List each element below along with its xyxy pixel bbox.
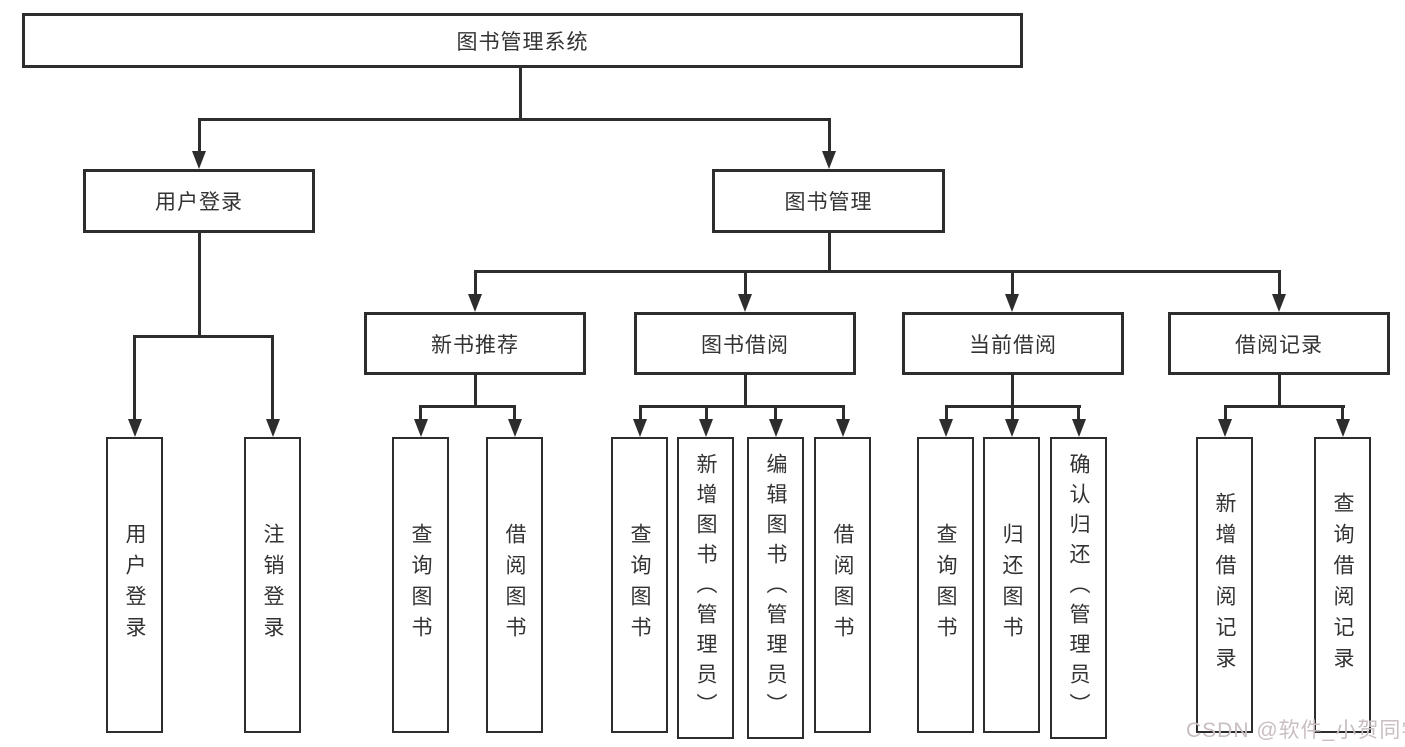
node-book-management: 图书管理 bbox=[712, 169, 945, 233]
connector-line bbox=[197, 231, 201, 336]
leaf-return-book: 归还图书 bbox=[983, 437, 1040, 733]
leaf-label: 查询图书 bbox=[934, 523, 957, 647]
leaf-query-books-1: 查询图书 bbox=[392, 437, 449, 733]
node-new-book-recommend: 新书推荐 bbox=[364, 312, 586, 375]
connector-line bbox=[704, 406, 708, 421]
connector-line bbox=[1077, 406, 1080, 421]
leaf-query-books-2: 查询图书 bbox=[611, 437, 668, 733]
arrow-down-icon bbox=[699, 419, 713, 437]
connector-line bbox=[473, 373, 477, 406]
connector-line bbox=[1277, 373, 1281, 406]
connector-line bbox=[271, 336, 274, 421]
connector-line bbox=[827, 231, 831, 271]
csdn-watermark: CSDN @软件_小贺同学 bbox=[1186, 719, 1405, 742]
arrow-down-icon bbox=[633, 419, 647, 437]
arrow-down-icon bbox=[768, 419, 783, 437]
node-book-borrow: 图书借阅 bbox=[634, 312, 856, 375]
leaf-add-book-admin: 新增图书（管理员） bbox=[677, 437, 734, 739]
leaf-label: 编辑图书（管理员） bbox=[764, 453, 787, 723]
connector-line bbox=[197, 119, 201, 153]
arrow-down-icon bbox=[1272, 294, 1286, 312]
connector-line bbox=[638, 404, 845, 408]
arrow-down-icon bbox=[822, 151, 836, 169]
connector-line bbox=[1223, 406, 1227, 421]
leaf-label: 新增图书（管理员） bbox=[694, 453, 717, 723]
node-user-login: 用户登录 bbox=[83, 169, 315, 233]
connector-line bbox=[743, 373, 747, 406]
arrow-down-icon bbox=[1335, 419, 1350, 437]
connector-line bbox=[197, 117, 831, 121]
arrow-down-icon bbox=[507, 419, 522, 437]
leaf-label: 借阅图书 bbox=[503, 523, 526, 647]
arrow-down-icon bbox=[836, 419, 850, 437]
leaf-label: 注销登录 bbox=[261, 523, 284, 647]
leaf-label: 查询图书 bbox=[409, 523, 432, 647]
connector-line bbox=[827, 119, 831, 153]
connector-line bbox=[419, 404, 516, 408]
leaf-borrow-books-2: 借阅图书 bbox=[814, 437, 871, 733]
connector-line bbox=[513, 406, 516, 421]
node-label: 新书推荐 bbox=[431, 333, 519, 357]
connector-line bbox=[473, 271, 477, 296]
leaf-confirm-return-admin: 确认归还（管理员） bbox=[1050, 437, 1107, 739]
arrow-down-icon bbox=[192, 151, 206, 169]
arrow-down-icon bbox=[413, 419, 428, 437]
node-label: 图书借阅 bbox=[701, 333, 789, 357]
leaf-label: 借阅图书 bbox=[831, 523, 854, 647]
node-library-system: 图书管理系统 bbox=[22, 13, 1023, 68]
leaf-label: 确认归还（管理员） bbox=[1067, 453, 1090, 723]
leaf-label: 新增借阅记录 bbox=[1213, 492, 1236, 678]
arrow-down-icon bbox=[1005, 294, 1019, 312]
leaf-add-borrow-record: 新增借阅记录 bbox=[1196, 437, 1253, 733]
connector-line bbox=[133, 334, 274, 338]
leaf-edit-book-admin: 编辑图书（管理员） bbox=[747, 437, 804, 739]
connector-line bbox=[1277, 271, 1281, 296]
connector-line bbox=[1010, 406, 1014, 421]
leaf-borrow-books-1: 借阅图书 bbox=[486, 437, 543, 733]
connector-line bbox=[638, 406, 642, 421]
arrow-down-icon bbox=[265, 419, 280, 437]
connector-line bbox=[473, 269, 1281, 273]
arrow-down-icon bbox=[1071, 419, 1086, 437]
leaf-logout: 注销登录 bbox=[244, 437, 301, 733]
connector-line bbox=[518, 66, 522, 119]
arrow-down-icon bbox=[939, 419, 953, 437]
arrow-down-icon bbox=[1005, 419, 1019, 437]
node-label: 图书管理 bbox=[784, 191, 873, 214]
connector-line bbox=[133, 336, 136, 421]
connector-line bbox=[419, 406, 422, 421]
arrow-down-icon bbox=[468, 294, 482, 312]
leaf-label: 用户登录 bbox=[123, 523, 146, 647]
connector-line bbox=[1010, 373, 1014, 406]
connector-line bbox=[1341, 406, 1344, 421]
connector-line bbox=[743, 271, 747, 296]
node-label: 图书管理系统 bbox=[456, 30, 589, 54]
connector-line bbox=[1223, 404, 1345, 408]
node-label: 当前借阅 bbox=[969, 333, 1057, 357]
leaf-label: 查询借阅记录 bbox=[1331, 492, 1354, 678]
leaf-label: 归还图书 bbox=[1000, 523, 1023, 647]
node-label: 用户登录 bbox=[155, 191, 243, 214]
arrow-down-icon bbox=[738, 294, 752, 312]
connector-line bbox=[944, 406, 948, 421]
connector-line bbox=[1010, 271, 1014, 296]
leaf-user-login: 用户登录 bbox=[106, 437, 163, 733]
leaf-query-borrow-record: 查询借阅记录 bbox=[1314, 437, 1371, 733]
node-current-borrow: 当前借阅 bbox=[902, 312, 1124, 375]
node-borrow-records: 借阅记录 bbox=[1168, 312, 1390, 375]
arrow-down-icon bbox=[127, 419, 142, 437]
leaf-query-books-3: 查询图书 bbox=[917, 437, 974, 733]
leaf-label: 查询图书 bbox=[628, 523, 651, 647]
node-label: 借阅记录 bbox=[1235, 333, 1323, 357]
connector-line bbox=[774, 406, 777, 421]
connector-line bbox=[841, 406, 845, 421]
arrow-down-icon bbox=[1218, 419, 1232, 437]
